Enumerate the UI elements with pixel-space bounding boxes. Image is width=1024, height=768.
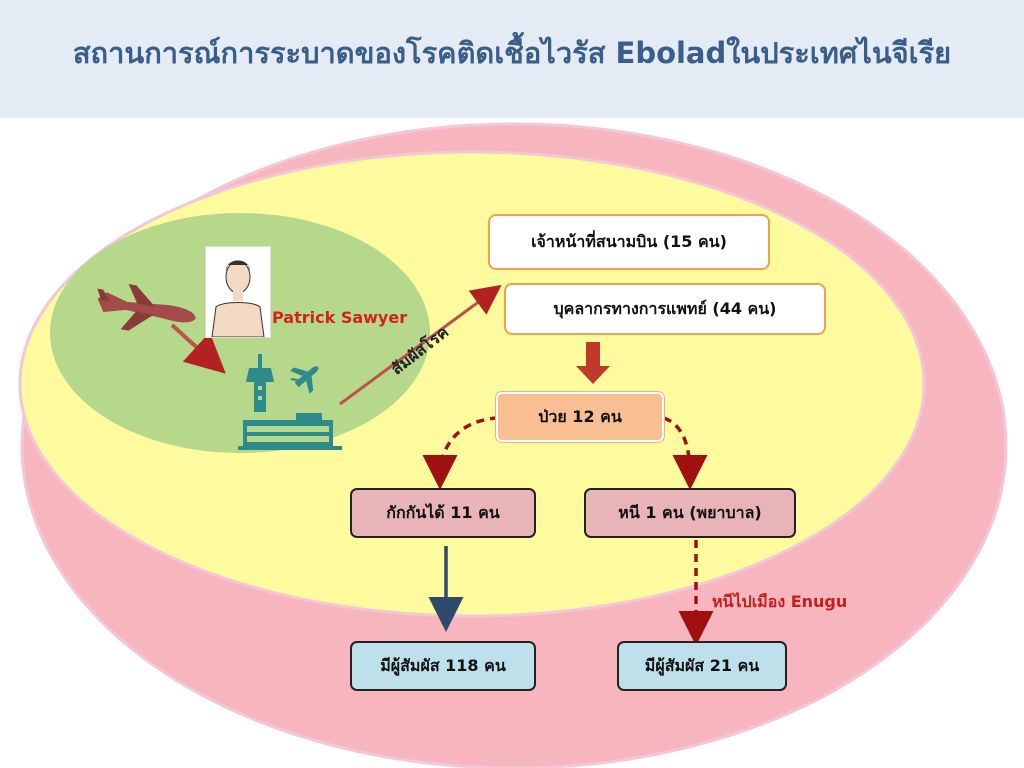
box-quarantined: กักกันได้ 11 คน [350, 488, 536, 538]
header-band [0, 0, 1024, 118]
arrow-sick-to-escaped [663, 416, 708, 490]
box-escaped: หนี 1 คน (พยาบาล) [584, 488, 796, 538]
page-title: สถานการณ์การระบาดของโรคติดเชื้อไวรัส Ebo… [72, 36, 952, 70]
box-airport-staff: เจ้าหน้าที่สนามบิน (15 คน) [488, 214, 770, 270]
airplane-icon [97, 283, 196, 331]
arrow-to-sick [576, 342, 610, 384]
box-medical-staff: บุคลากรทางการแพทย์ (44 คน) [504, 283, 826, 335]
arrow-contact [339, 284, 502, 406]
escape-label: หนีไปเมือง Enugu [712, 592, 848, 611]
box-sick: ป่วย 12 คน [496, 392, 664, 442]
patient-label: Patrick Sawyer [272, 308, 408, 327]
airport-tower-icon [238, 354, 342, 450]
plane-small-icon [289, 366, 319, 394]
box-contacts-21: มีผู้สัมผัส 21 คน [617, 641, 787, 691]
box-contacts-118: มีผู้สัมผัส 118 คน [350, 641, 536, 691]
arrow-sick-to-quarantine [422, 416, 499, 490]
person-photo [205, 246, 271, 338]
arrow-plane-to-airport [170, 323, 226, 374]
